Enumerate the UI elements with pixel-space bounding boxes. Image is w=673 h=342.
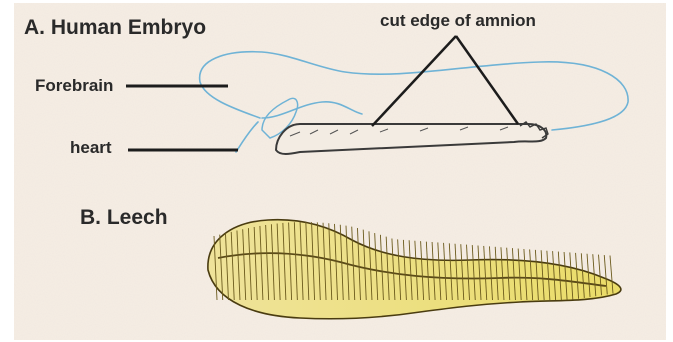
forebrain-label: Forebrain (35, 76, 113, 95)
panel-b-title: B. Leech (80, 206, 168, 229)
amnion-label: cut edge of amnion (380, 11, 536, 30)
panel-a-title: A. Human Embryo (24, 16, 206, 39)
heart-label: heart (70, 138, 112, 157)
